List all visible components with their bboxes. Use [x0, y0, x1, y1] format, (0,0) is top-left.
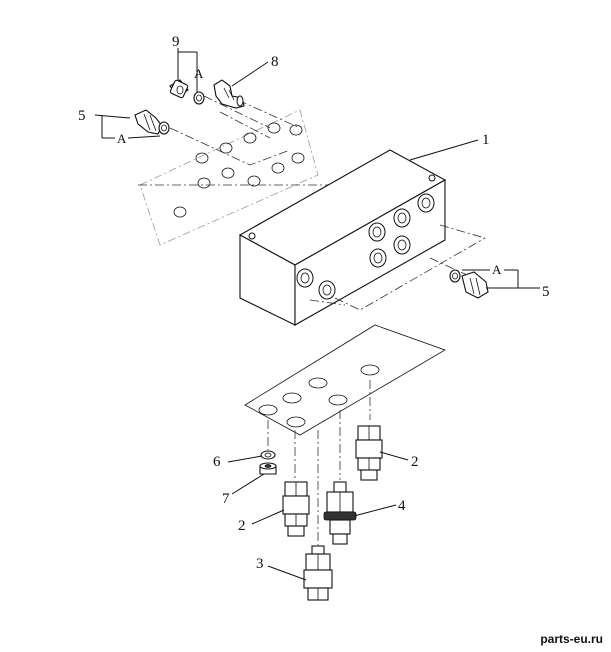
fitting-5-upper	[134, 109, 170, 135]
callout-7: 7	[222, 491, 230, 507]
callout-a-upper: A	[194, 66, 204, 81]
washer-6	[260, 450, 276, 460]
fitting-5-right	[449, 269, 489, 299]
o-ring-upper	[193, 91, 205, 105]
callout-4: 4	[398, 498, 406, 514]
plug-7	[259, 462, 277, 475]
callout-9: 9	[172, 34, 180, 50]
lower-centerlines	[267, 380, 371, 545]
right-centerlines	[309, 224, 486, 311]
callout-a-right: A	[492, 262, 502, 277]
callout-labels: 1 8 9 A 5 A A 5 6 7 2 2 4 3	[78, 34, 550, 572]
callout-8: 8	[271, 54, 279, 70]
block-ports	[296, 193, 435, 300]
cartridge-valve-3	[303, 545, 333, 601]
fitting-9-plug	[169, 79, 189, 99]
leader-lines	[94, 48, 540, 581]
valve-block	[238, 149, 447, 326]
callout-5-right: 5	[542, 284, 550, 300]
watermark: parts-eu.ru	[540, 632, 603, 646]
callout-2-right: 2	[411, 454, 419, 470]
cartridge-valve-2-right	[355, 425, 383, 481]
fitting-8-elbow	[213, 79, 245, 109]
cartridge-valve-2-left	[282, 481, 310, 537]
callout-6: 6	[213, 454, 221, 470]
callout-a-left: A	[117, 131, 127, 146]
upper-gasket-plate	[139, 109, 319, 246]
callout-1: 1	[482, 132, 490, 148]
pressure-switch-4	[323, 481, 357, 545]
callout-3: 3	[256, 556, 264, 572]
callout-5-upper: 5	[78, 108, 86, 124]
upper-centerlines	[138, 95, 330, 186]
lower-gasket-plate	[244, 324, 446, 436]
callout-2-left: 2	[238, 518, 246, 534]
